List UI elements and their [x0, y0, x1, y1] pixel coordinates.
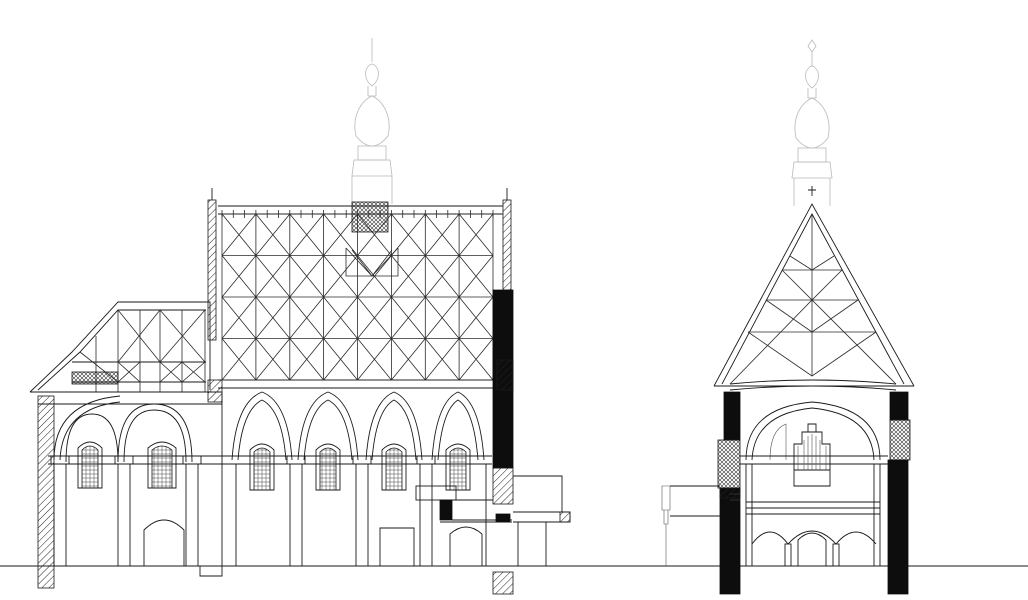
nave-roof-trusses: [207, 188, 512, 389]
aisle-roof: [29, 301, 211, 393]
lower-openings: [143, 519, 483, 577]
west-wall-cut: [37, 395, 55, 589]
organ: [793, 423, 831, 487]
ghost-tower-right: [791, 39, 833, 206]
nave-end-wall-cut: [207, 289, 514, 595]
aisle-vaults: [53, 395, 193, 463]
annex-gallery: [415, 475, 571, 566]
cross-interior: [740, 401, 888, 566]
gallery-arcade: [746, 501, 880, 567]
cross-walls: [717, 391, 911, 595]
longitudinal-section: [29, 38, 571, 595]
ghost-tower-left: [351, 38, 393, 204]
cross-roof: [713, 186, 915, 391]
nave-windows: [77, 441, 471, 491]
exterior-fixture: [661, 485, 740, 566]
nave-vaults: [231, 391, 485, 461]
cross-section: [661, 39, 915, 595]
